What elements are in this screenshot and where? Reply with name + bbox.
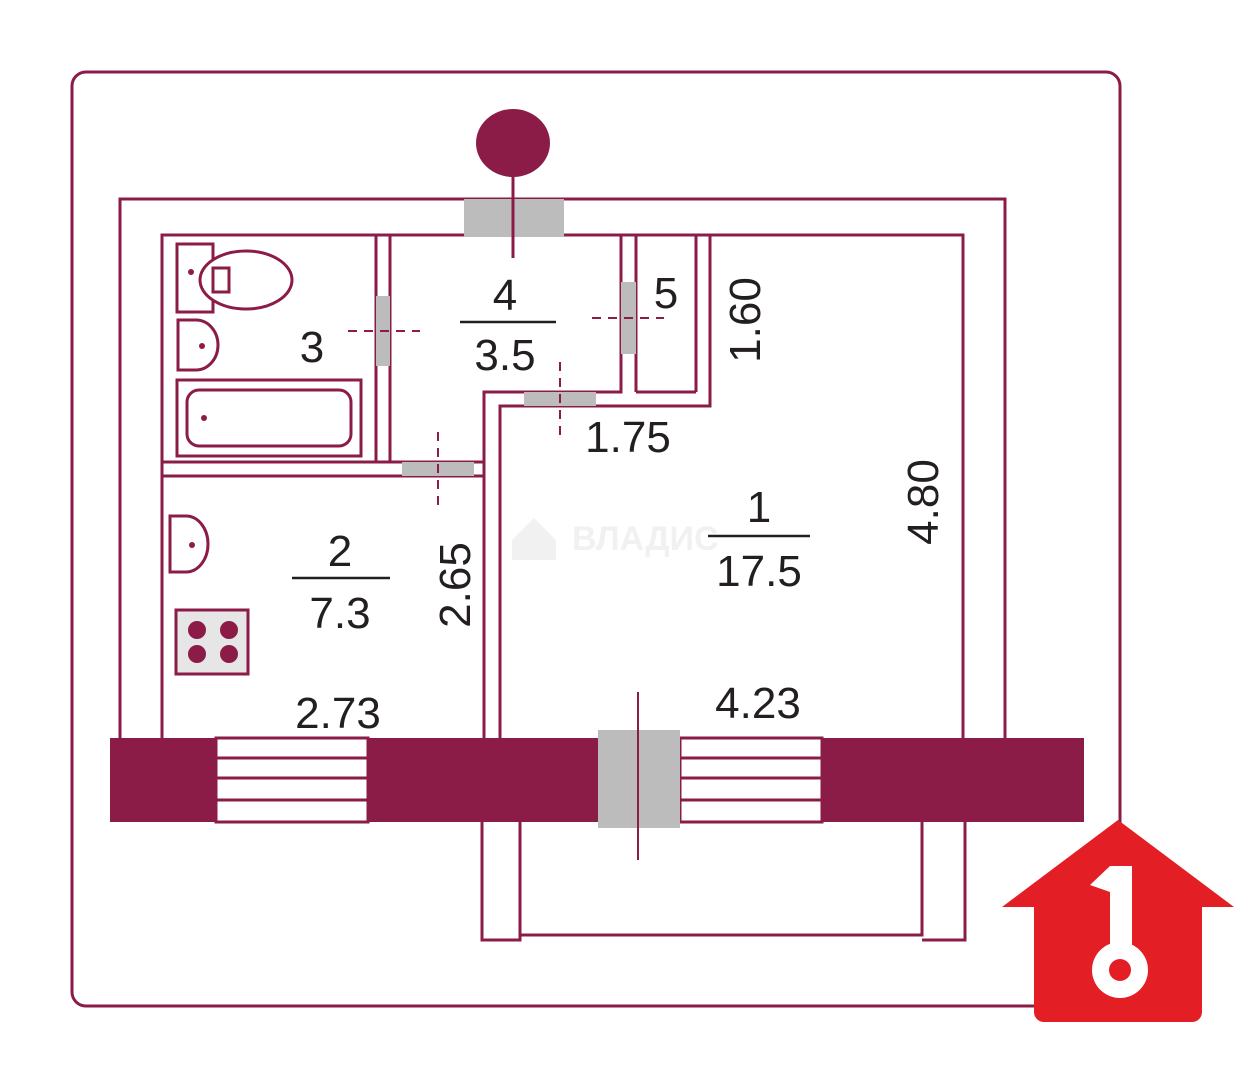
room-3-number: 3 [300, 323, 324, 372]
dim-hall-opening: 1.75 [585, 413, 671, 462]
room-2-number: 2 [328, 527, 352, 576]
room-2-area: 7.3 [309, 589, 370, 638]
room-1-label: 1 17.5 [708, 483, 810, 596]
room-2-label: 2 7.3 [292, 527, 390, 638]
door-guides [348, 317, 664, 860]
dim-closet-depth: 1.60 [721, 277, 770, 363]
stove-icon [174, 608, 250, 676]
room-1-area: 17.5 [716, 547, 802, 596]
window-room [678, 736, 824, 824]
room-5-number: 5 [654, 269, 678, 318]
room-1-number: 1 [747, 483, 771, 532]
doors [376, 199, 680, 828]
window-kitchen [214, 736, 370, 824]
entrance-marker-icon [476, 109, 550, 258]
exterior-wall [110, 738, 1084, 822]
house-key-icon [1002, 820, 1234, 1022]
room-4-area: 3.5 [474, 331, 535, 380]
dim-kitchen-depth: 2.65 [431, 542, 480, 628]
sink-icon [176, 318, 220, 372]
dim-room-depth: 4.80 [899, 459, 948, 545]
toilet-icon [175, 242, 294, 314]
room-4-label: 4 3.5 [460, 271, 556, 380]
plan-frame [70, 70, 1122, 1008]
dim-kitchen-width: 2.73 [295, 689, 381, 738]
watermark-text: ВЛАДИС [572, 520, 719, 558]
dim-room-width: 4.23 [715, 679, 801, 728]
bathtub-icon [175, 378, 363, 458]
watermark: ВЛАДИС [512, 518, 719, 560]
watermark-house-icon [512, 518, 556, 560]
walls [118, 197, 1007, 942]
kitchen-sink-icon [168, 514, 210, 574]
room-4-number: 4 [493, 271, 517, 320]
